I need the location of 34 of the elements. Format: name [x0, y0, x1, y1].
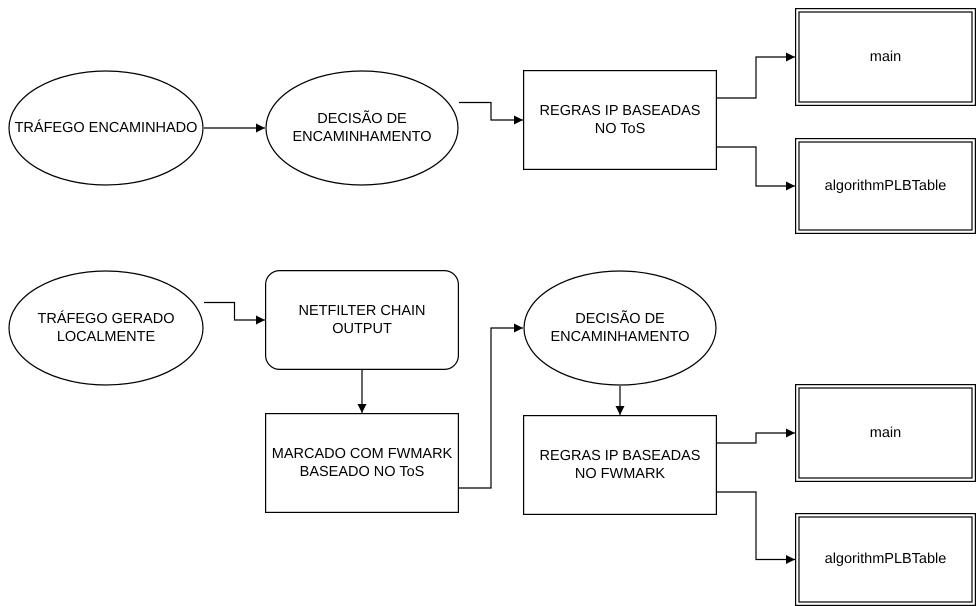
arrow: [717, 491, 795, 564]
node-label: main: [868, 424, 902, 442]
arrow: [717, 428, 795, 444]
ellipse-node: [265, 70, 459, 186]
table-box: [795, 513, 976, 606]
arrow: [459, 324, 523, 489]
table-box: [795, 138, 976, 234]
ellipse-node: [8, 70, 204, 186]
arrow: [358, 370, 366, 413]
process-box: [523, 70, 717, 170]
node-label: REGRAS IP BASEADAS NO FWMARK: [538, 446, 702, 484]
node-label: TRÁFEGO GERADO LOCALMENTE: [36, 310, 176, 346]
ellipse-node: [8, 270, 204, 386]
table-box: [795, 8, 976, 106]
process-box: [523, 415, 717, 515]
arrow: [204, 124, 265, 132]
node-label: TRÁFEGO ENCAMINHADO: [14, 118, 198, 138]
arrow: [717, 146, 795, 190]
node-label: REGRAS IP BASEADAS NO ToS: [538, 102, 702, 138]
node-label: MARCADO COM FWMARK BASEADO NO ToS: [270, 444, 454, 482]
process-box: [265, 413, 459, 513]
node-label: DECISÃO DE ENCAMINHAMENTO: [549, 310, 691, 346]
node-label: main: [868, 48, 902, 66]
table-box: [795, 384, 976, 482]
node-label: DECISÃO DE ENCAMINHAMENTO: [291, 110, 433, 146]
rounded-process-box: [265, 270, 459, 370]
arrow: [459, 102, 523, 124]
node-label: NETFILTER CHAIN OUTPUT: [297, 302, 427, 338]
arrow: [204, 302, 265, 324]
arrow: [717, 52, 795, 99]
node-label: algorithmPLBTable: [824, 550, 948, 569]
arrow: [616, 386, 624, 415]
ellipse-node: [523, 270, 717, 386]
node-label: algorithmPLBTable: [824, 176, 948, 196]
